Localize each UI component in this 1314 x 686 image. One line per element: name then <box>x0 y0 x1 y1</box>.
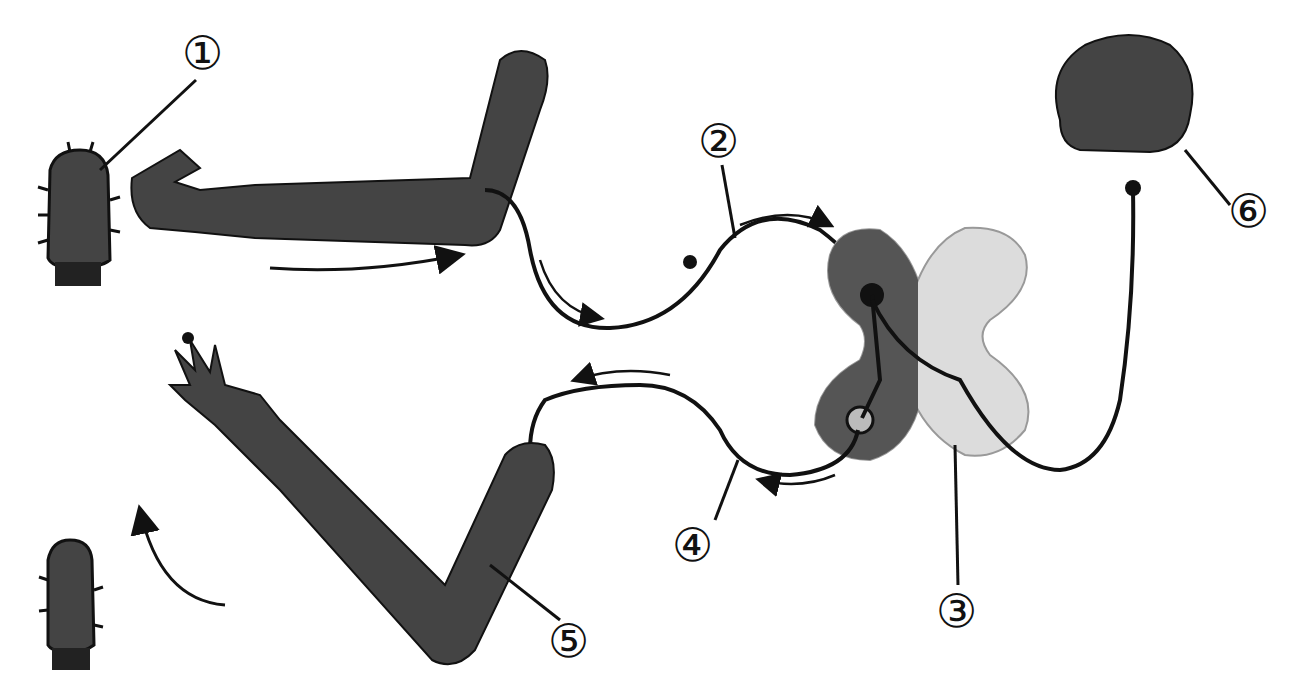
cactus <box>39 540 103 670</box>
callout-number: ③ <box>936 588 977 634</box>
callout-number: ② <box>698 118 739 164</box>
callout-number: ⑥ <box>1228 188 1269 234</box>
callout-number: ④ <box>672 522 713 568</box>
arm-withdrawing <box>170 332 554 664</box>
brain <box>1056 35 1193 152</box>
motor-nerve <box>530 371 858 484</box>
sensory-nerve <box>485 190 870 328</box>
callout-number: ① <box>182 30 223 76</box>
leader-lines <box>100 80 1230 620</box>
spinal-cord-section <box>815 180 1141 470</box>
movement-arrow <box>140 510 225 605</box>
callout-number: ⑤ <box>548 618 589 664</box>
